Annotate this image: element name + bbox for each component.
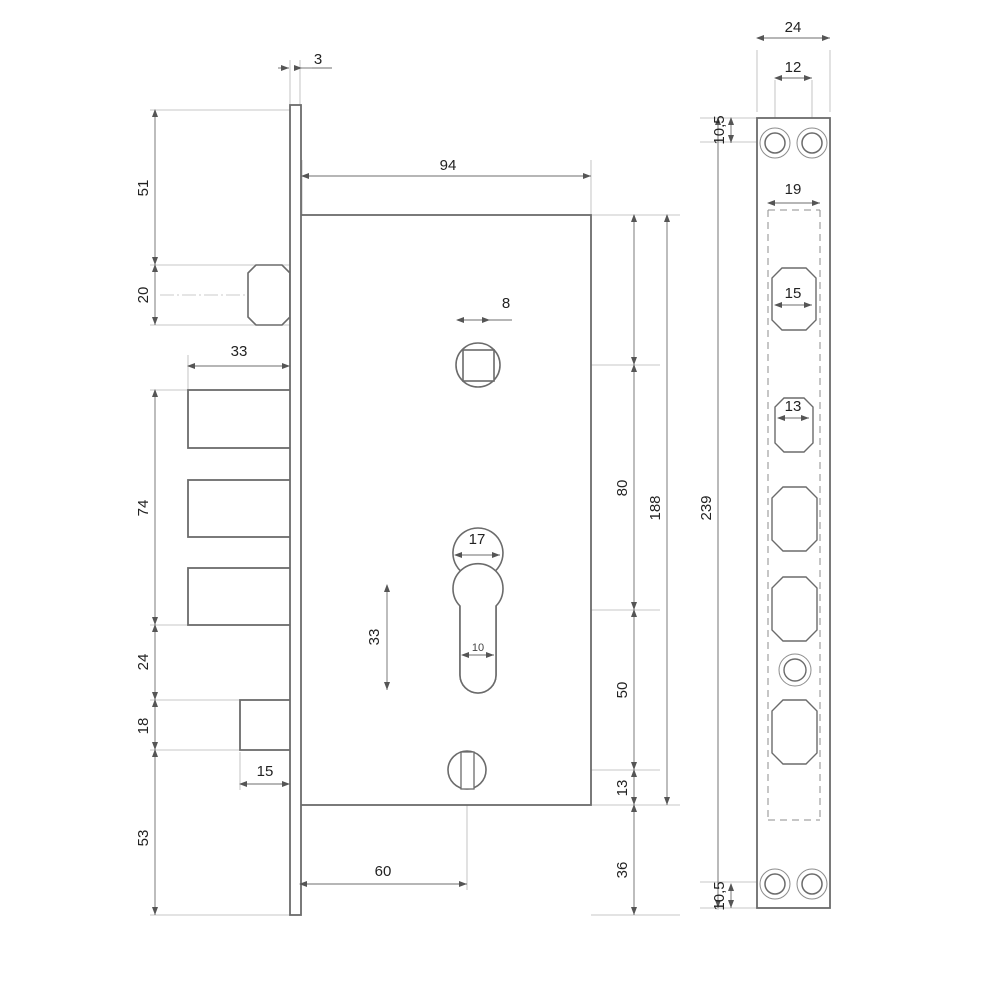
dim-10: 10 (472, 642, 484, 654)
faceplate-latch-opening (771, 267, 817, 331)
dim-latch-15: 15 (785, 285, 802, 302)
deadbolt-2 (187, 479, 292, 538)
faceplate-bolt-opening-2 (771, 486, 818, 552)
dim-screw-12: 12 (785, 59, 802, 76)
dim-13: 13 (614, 780, 631, 797)
lock-body (299, 214, 592, 806)
dim-80: 80 (614, 480, 631, 497)
faceplate-strip-side (289, 104, 302, 916)
dim-94: 94 (440, 157, 457, 174)
faceplate-view-group: 24 12 10,5 10,5 19 15 13 239 (698, 19, 831, 911)
dim-50: 50 (614, 682, 631, 699)
dim-33-keyhole: 33 (366, 629, 383, 646)
dimension-texts-side: 3 51 20 33 74 24 18 15 53 94 8 80 188 50… (135, 51, 664, 880)
dim-18: 18 (135, 718, 152, 735)
dim-188: 188 (647, 495, 664, 520)
dimension-lines-side (152, 65, 670, 915)
spindle-square (462, 349, 495, 382)
faceplate-bolt-opening-4 (771, 699, 818, 765)
dim-plate-24: 24 (785, 19, 802, 36)
latch-bolt (247, 264, 291, 326)
keyhole-outline (452, 562, 504, 694)
faceplate-screw-holes-top (759, 127, 828, 159)
dim-15: 15 (257, 763, 274, 780)
dim-24: 24 (135, 654, 152, 671)
dim-74: 74 (135, 500, 152, 517)
dim-105-top: 10,5 (711, 115, 728, 144)
faceplate-aux-hole (778, 653, 812, 687)
faceplate-screw-holes-bottom (759, 868, 828, 900)
deadbolt-1 (187, 389, 292, 449)
faceplate-bolt-opening-3 (771, 576, 818, 642)
side-view-group: 3 51 20 33 74 24 18 15 53 94 8 80 188 50… (135, 51, 680, 916)
faceplate-hidden-edges (767, 209, 821, 821)
fixing-screw-slot (460, 751, 475, 790)
dim-3: 3 (314, 51, 322, 68)
dim-60: 60 (375, 863, 392, 880)
dim-17: 17 (469, 531, 486, 548)
dim-bolt-13: 13 (785, 398, 802, 415)
dimension-lines-faceplate (715, 35, 830, 908)
dim-length-239: 239 (698, 495, 715, 520)
dim-inner-19: 19 (785, 181, 802, 198)
dim-53: 53 (135, 830, 152, 847)
dim-33-projection: 33 (231, 343, 248, 360)
dim-20: 20 (135, 287, 152, 304)
dim-105-bottom: 10,5 (711, 881, 728, 910)
dimension-texts-faceplate: 24 12 10,5 10,5 19 15 13 239 (698, 19, 801, 911)
faceplate-bolt-opening-1 (774, 397, 814, 453)
dim-36: 36 (614, 862, 631, 879)
dim-8: 8 (502, 295, 510, 312)
auxiliary-bolt (239, 699, 292, 751)
dim-51: 51 (135, 180, 152, 197)
deadbolt-3 (187, 567, 292, 626)
